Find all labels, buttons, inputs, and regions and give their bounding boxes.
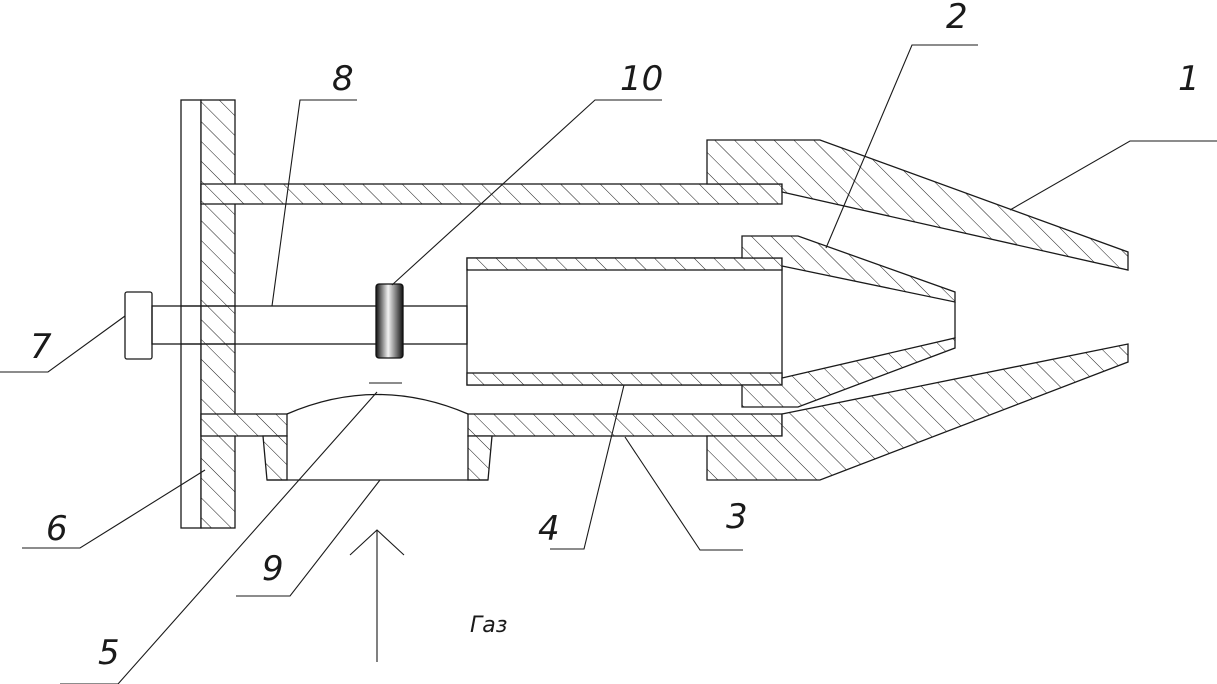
callout-9: 9 [262, 549, 284, 589]
callout-3: 3 [726, 497, 748, 537]
rod-ring [375, 283, 404, 359]
gas-flow-label: Газ [470, 613, 507, 638]
callout-5: 5 [98, 633, 120, 673]
callout-10: 10 [620, 59, 663, 99]
flange-plate [180, 99, 236, 529]
inner-tube [466, 257, 783, 386]
knob [124, 291, 153, 360]
leader-3 [624, 436, 743, 551]
gas-flow-arrow [349, 529, 405, 662]
leader-lines [0, 44, 1217, 684]
callout-4: 4 [538, 509, 560, 549]
callout-7: 7 [30, 327, 52, 367]
leader-5 [60, 391, 378, 684]
leader-4 [550, 384, 625, 550]
callout-8: 8 [332, 59, 354, 99]
leader-6 [22, 469, 206, 549]
rod [151, 305, 468, 345]
gas-inlet-socket [262, 435, 493, 481]
leader-8 [271, 99, 357, 307]
leader-1 [1009, 140, 1217, 211]
leader-2 [825, 44, 978, 249]
leader-7 [0, 315, 126, 373]
leader-9 [236, 479, 381, 597]
callout-2: 2 [946, 0, 968, 37]
outer-nozzle [706, 139, 1129, 481]
leader-10 [391, 99, 662, 286]
outer-tube [200, 183, 783, 437]
callout-1: 1 [1178, 59, 1200, 99]
callout-6: 6 [46, 509, 68, 549]
diaphragm [286, 393, 469, 415]
inner-nozzle [741, 235, 956, 408]
